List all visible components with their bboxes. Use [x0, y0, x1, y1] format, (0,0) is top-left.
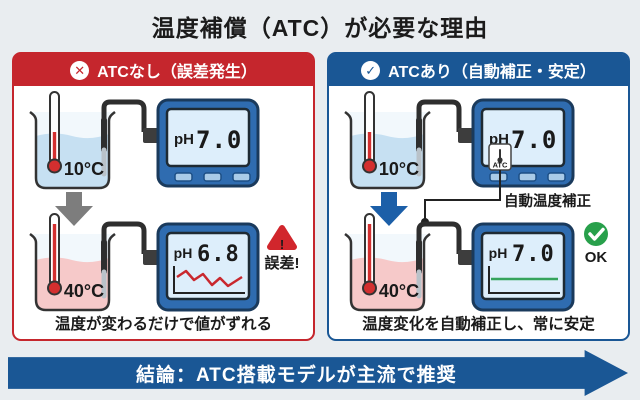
meter-screen	[165, 231, 251, 301]
atc-badge-label: ATC	[493, 161, 508, 170]
x-glyph: ✕	[74, 62, 86, 78]
unstable-line	[176, 269, 243, 288]
cable-plug	[458, 128, 474, 143]
conclusion-arrow-banner: 結論：ATC搭載モデルが主流で推奨	[8, 349, 628, 397]
meter-screen	[165, 107, 251, 168]
thermometer-icon	[47, 213, 62, 296]
ok-label: OK	[585, 249, 608, 266]
cold-temp-label: 10°C	[379, 159, 419, 179]
panel-no-atc-header: ✕ ATCなし（誤差発生）	[14, 54, 313, 86]
meter-screen	[480, 231, 566, 301]
check-circle-icon: ✓	[361, 60, 381, 80]
atc-badge: ATC	[488, 143, 512, 171]
meter-button	[232, 172, 251, 182]
cold-temp-label: 10°C	[64, 159, 104, 179]
meter-button	[547, 172, 566, 182]
cold-beaker: 10°C	[29, 91, 116, 190]
thermometer-icon	[362, 213, 377, 296]
ph-meter-cold: pH 7.0	[156, 98, 260, 188]
atc-illustration: 10°C pH 7.0 ATC	[344, 91, 608, 312]
chart-axis	[173, 266, 245, 294]
cold-beaker: 10°C	[344, 91, 431, 190]
ph-value: 6.8	[197, 242, 240, 267]
callout-leader-line	[424, 170, 501, 219]
x-circle-icon: ✕	[70, 60, 90, 80]
hot-beaker: 40°C	[344, 213, 431, 312]
meter-button	[489, 172, 508, 182]
ph-meter-cold: pH 7.0 ATC	[471, 98, 575, 188]
ph-label: pH	[174, 131, 194, 148]
ph-meter-hot: pH 7.0	[471, 222, 575, 312]
ph-label: pH	[174, 245, 193, 261]
page-title: 温度補償（ATC）が必要な理由	[151, 15, 489, 41]
check-glyph: ✓	[365, 62, 377, 78]
panel-atc-caption: 温度変化を自動補正し、常に安定	[362, 316, 595, 333]
panel-no-atc: ✕ ATCなし（誤差発生） 10°C	[12, 52, 315, 341]
ph-label: pH	[489, 245, 508, 261]
ok-check-icon	[584, 222, 608, 246]
ph-value: 7.0	[511, 126, 557, 154]
probe-cable	[101, 99, 147, 132]
hot-temp-label: 40°C	[379, 281, 419, 301]
probe-cable	[416, 99, 462, 132]
down-arrow-icon	[370, 192, 408, 226]
probe-cable	[101, 221, 147, 254]
meter-button	[203, 172, 222, 182]
error-label: 誤差!	[265, 254, 300, 272]
meter-button	[518, 172, 537, 182]
chart-axis	[488, 266, 560, 294]
ph-meter-hot: pH 6.8	[156, 222, 260, 312]
ph-value: 7.0	[512, 242, 555, 267]
hot-temp-label: 40°C	[64, 281, 104, 301]
thermometer-icon	[47, 91, 62, 174]
panel-no-atc-caption: 温度が変わるだけで値がずれる	[54, 316, 272, 333]
no-atc-illustration: 10°C pH 7.0	[29, 91, 300, 312]
cable-plug	[143, 250, 159, 265]
warning-icon: !	[267, 225, 297, 252]
thermometer-icon	[362, 91, 377, 174]
meter-button	[174, 172, 193, 182]
panel-atc-header: ✓ ATCあり（自動補正・安定）	[329, 54, 628, 86]
panel-no-atc-title: ATCなし（誤差発生）	[97, 64, 257, 81]
hot-beaker: 40°C	[29, 213, 116, 312]
panel-atc: ✓ ATCあり（自動補正・安定） 10°C	[327, 52, 630, 341]
conclusion-text: 結論：ATC搭載モデルが主流で推奨	[135, 364, 457, 386]
warning-mark: !	[280, 237, 284, 252]
cable-plug	[143, 128, 159, 143]
panel-atc-title: ATCあり（自動補正・安定）	[388, 64, 596, 81]
down-arrow-icon	[55, 192, 93, 226]
cable-plug	[458, 250, 474, 265]
ph-value: 7.0	[196, 126, 242, 154]
probe-cable	[416, 221, 462, 254]
callout-label: 自動温度補正	[504, 192, 591, 210]
